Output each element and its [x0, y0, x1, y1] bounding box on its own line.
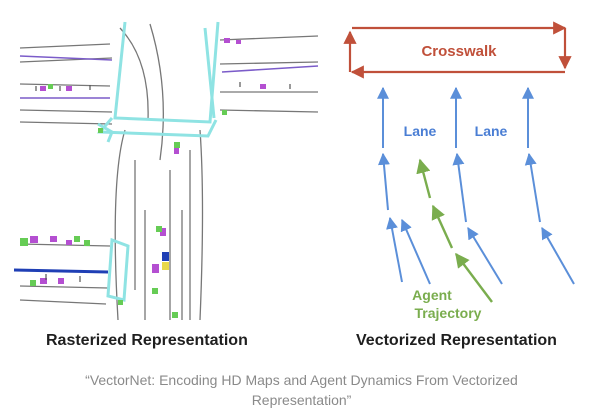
lane-label-2: Lane — [475, 123, 508, 139]
vectorized-representation-title: Vectorized Representation — [356, 332, 557, 349]
agent-label-line2: Trajectory — [415, 305, 482, 321]
crosswalk-polygon — [343, 21, 572, 79]
caption-line-2: Representation” — [251, 392, 352, 408]
agent-trajectory-vectors — [416, 158, 493, 303]
rasterized-representation-title: Rasterized Representation — [46, 332, 248, 349]
lane-vectors — [377, 86, 575, 285]
agent-label-line1: Agent — [412, 287, 452, 303]
caption-line-1: “VectorNet: Encoding HD Maps and Agent D… — [85, 372, 518, 388]
figure-caption: “VectorNet: Encoding HD Maps and Agent D… — [0, 370, 603, 410]
vectorized-diagram: Crosswalk Lane Lane Agent Trajectory — [343, 21, 575, 321]
lane-label-1: Lane — [404, 123, 437, 139]
rasterized-map — [13, 21, 319, 321]
crosswalk-label: Crosswalk — [421, 43, 497, 60]
